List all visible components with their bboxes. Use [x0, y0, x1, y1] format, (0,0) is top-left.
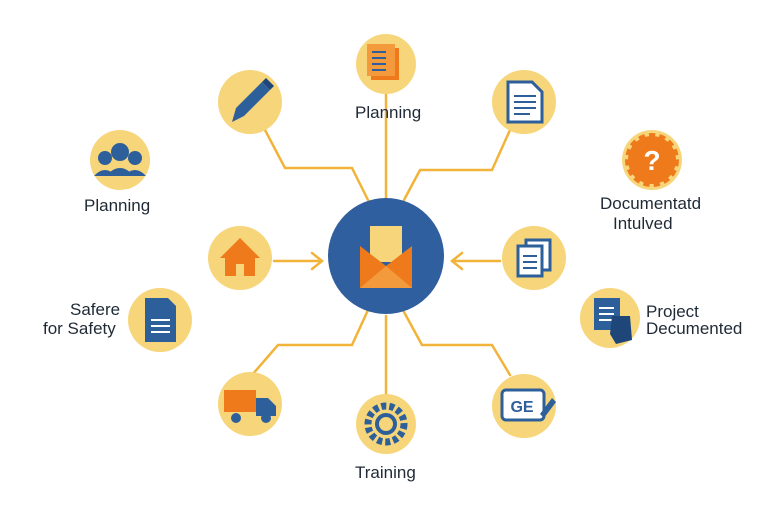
connector-truck [250, 308, 370, 377]
connector-pencil [263, 128, 370, 202]
connectors [250, 90, 512, 402]
node-copy-documents[interactable] [502, 226, 566, 290]
connector-copydocs-arrow [449, 251, 464, 271]
node-truck[interactable] [218, 372, 282, 436]
node-team[interactable] [90, 130, 150, 190]
ge-tablet-icon: GE [500, 388, 556, 422]
pencil-icon [232, 78, 274, 122]
label-project: Project [646, 302, 699, 321]
label-intulved: Intulved [613, 214, 673, 233]
connector-text-doc [402, 128, 512, 202]
node-text-document[interactable] [492, 70, 556, 134]
label-for-safety: for Safety [43, 319, 116, 338]
label-documentatd: Documentatd [600, 194, 702, 213]
node-pencil[interactable] [218, 70, 282, 134]
question-gear-icon: ? [625, 133, 679, 187]
label-training: Training [355, 463, 416, 482]
node-planning-top[interactable] [356, 34, 416, 94]
team-people-icon [94, 143, 146, 176]
svg-text:?: ? [643, 145, 660, 176]
connector-ge [402, 310, 512, 377]
label-planning-left: Planning [84, 196, 151, 215]
node-training[interactable] [356, 394, 416, 454]
node-question-gear[interactable]: ? [622, 130, 682, 190]
node-safety[interactable] [128, 288, 192, 352]
text-document-icon [506, 80, 544, 124]
label-safere: Safere [70, 300, 121, 319]
copy-documents-icon [516, 238, 552, 278]
envelope-icon [360, 226, 412, 288]
house-icon [220, 238, 260, 276]
node-house[interactable] [208, 226, 272, 290]
node-project[interactable] [580, 288, 640, 348]
delivery-truck-icon [224, 390, 276, 423]
connector-house-arrow [310, 251, 325, 271]
document-stack-icon [367, 44, 399, 80]
label-planning-top: Planning [355, 103, 422, 122]
cog-training-icon [364, 402, 408, 446]
ge-text: GE [510, 399, 533, 416]
label-decumented: Decumented [646, 319, 743, 338]
hand-document-icon [594, 298, 632, 344]
clipboard-document-icon [145, 298, 176, 342]
node-ge[interactable]: GE [492, 374, 556, 438]
hub-node[interactable] [328, 198, 444, 314]
